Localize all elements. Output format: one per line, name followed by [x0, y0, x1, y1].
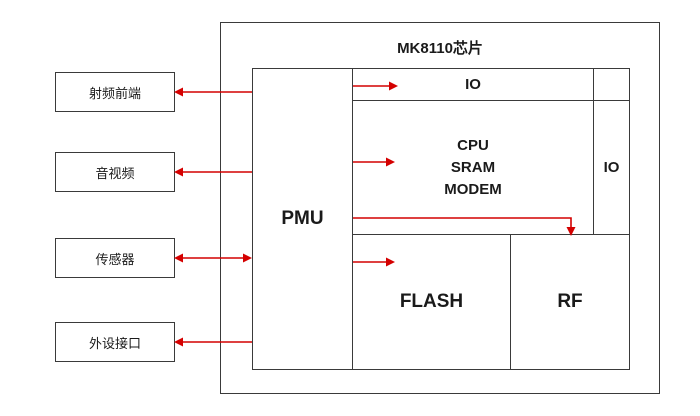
- block-pmu-label: PMU: [281, 208, 324, 229]
- block-sram-label: SRAM: [450, 158, 496, 176]
- external-module-label: 外设接口: [88, 335, 141, 351]
- block-io-top-right-cell: [593, 68, 630, 101]
- block-modem-label: MODEM: [444, 180, 502, 198]
- block-flash: FLASH: [352, 234, 511, 370]
- external-module-label: 射频前端: [88, 85, 141, 101]
- external-module-rf-frontend: 射频前端: [55, 72, 175, 112]
- block-io-right: IO: [593, 100, 630, 235]
- external-module-audio-video: 音视频: [55, 152, 175, 192]
- chip-title: MK8110芯片: [397, 40, 483, 57]
- external-module-label: 音视频: [95, 165, 135, 181]
- block-io-top: IO: [352, 68, 594, 101]
- block-rf: RF: [510, 234, 630, 370]
- block-cpu-sram-modem: CPU SRAM MODEM: [352, 100, 594, 235]
- block-cpu-label: CPU: [457, 136, 489, 154]
- external-module-sensor: 传感器: [55, 238, 175, 278]
- external-module-peripheral-interface: 外设接口: [55, 322, 175, 362]
- block-io-top-label: IO: [465, 76, 481, 93]
- block-pmu: PMU: [252, 68, 353, 370]
- block-rf-label: RF: [557, 291, 583, 312]
- external-module-label: 传感器: [95, 251, 135, 267]
- block-flash-label: FLASH: [399, 291, 464, 312]
- block-io-right-label: IO: [603, 159, 620, 176]
